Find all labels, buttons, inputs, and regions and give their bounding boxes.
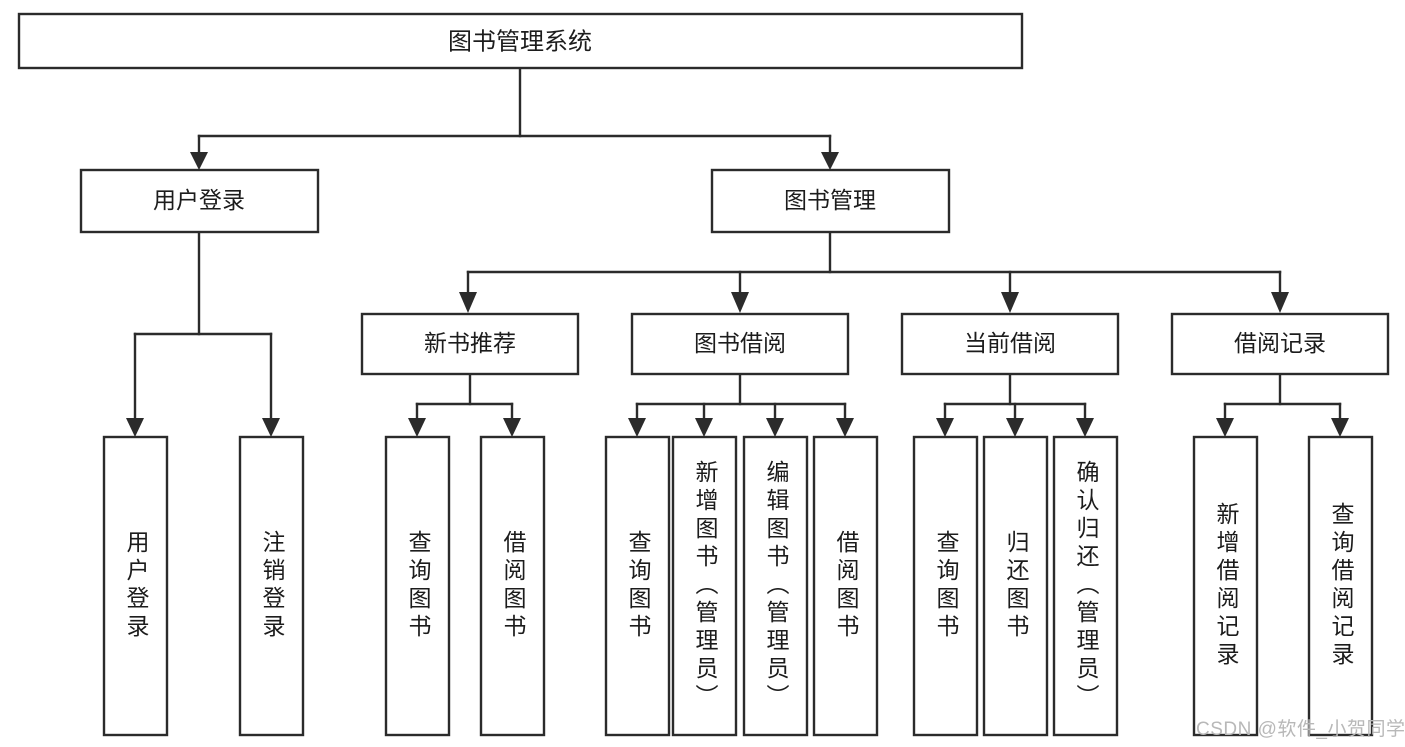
connector-layer (126, 66, 1349, 437)
arrow-head-leaf-query-book-1 (408, 418, 426, 437)
leaf-box-add-book[interactable] (671, 435, 738, 737)
node-book-manage-box[interactable] (710, 168, 951, 234)
node-book-borrow-label: 图书借阅 (694, 330, 786, 356)
node-new-book-recommend-box[interactable] (360, 312, 580, 376)
leaf-box-query-book-3[interactable] (912, 435, 979, 737)
leaf-box-query-record[interactable] (1307, 435, 1374, 737)
arrow-head-leaf-borrow-book-2 (836, 418, 854, 437)
node-book-manage-label: 图书管理 (784, 187, 876, 213)
leaf-box-return-book[interactable] (982, 435, 1049, 737)
arrow-head-leaf-borrow-book-1 (503, 418, 521, 437)
arrow-head-leaf-add-record (1216, 418, 1234, 437)
leaf-box-edit-book[interactable] (742, 435, 809, 737)
node-user-login[interactable]: 用户登录 (79, 168, 320, 234)
node-current-borrow-box[interactable] (900, 312, 1120, 376)
arrow-head-user-login (190, 152, 208, 170)
arrow-head-leaf-query-record (1331, 418, 1349, 437)
node-current-borrow-label: 当前借阅 (964, 330, 1056, 356)
leaf-box-user-login[interactable] (102, 435, 169, 737)
node-current-borrow[interactable]: 当前借阅 (900, 312, 1120, 376)
node-new-book-recommend[interactable]: 新书推荐 (360, 312, 580, 376)
node-root-box[interactable] (17, 12, 1024, 70)
arrow-head-leaf-confirm-return (1076, 418, 1094, 437)
arrow-head-new-book (459, 292, 477, 313)
arrow-head-leaf-query-book-2 (628, 418, 646, 437)
arrow-head-leaf-query-book-3 (936, 418, 954, 437)
node-borrow-record[interactable]: 借阅记录 (1170, 312, 1390, 376)
node-root[interactable]: 图书管理系统 (17, 12, 1024, 70)
node-book-borrow[interactable]: 图书借阅 (630, 312, 850, 376)
arrow-head-leaf-add-book (695, 418, 713, 437)
node-borrow-record-box[interactable] (1170, 312, 1390, 376)
arrow-head-current-borrow (1001, 292, 1019, 313)
leaf-box-logout[interactable] (238, 435, 305, 737)
arrow-head-book-manage (821, 152, 839, 170)
arrow-head-book-borrow (731, 292, 749, 313)
node-new-book-recommend-label: 新书推荐 (424, 330, 516, 356)
leaf-box-add-record[interactable] (1192, 435, 1259, 737)
arrow-head-leaf-user-login (126, 418, 144, 437)
arrow-head-borrow-record (1271, 292, 1289, 313)
node-book-manage[interactable]: 图书管理 (710, 168, 951, 234)
csdn-watermark: CSDN @软件_小贺同学 (1196, 719, 1405, 740)
arrow-head-leaf-logout (262, 418, 280, 437)
leaf-box-query-book-2[interactable] (604, 435, 671, 737)
arrow-head-leaf-edit-book (766, 418, 784, 437)
node-root-label: 图书管理系统 (448, 28, 592, 55)
leaf-node-layer (102, 435, 1374, 737)
leaf-box-borrow-book-1[interactable] (479, 435, 546, 737)
leaf-box-query-book-1[interactable] (384, 435, 451, 737)
arrow-head-leaf-return-book (1006, 418, 1024, 437)
leaf-box-borrow-book-2[interactable] (812, 435, 879, 737)
node-user-login-box[interactable] (79, 168, 320, 234)
leaf-box-confirm-return[interactable] (1052, 435, 1119, 737)
node-user-login-label: 用户登录 (153, 187, 245, 213)
node-book-borrow-box[interactable] (630, 312, 850, 376)
node-borrow-record-label: 借阅记录 (1234, 330, 1326, 356)
